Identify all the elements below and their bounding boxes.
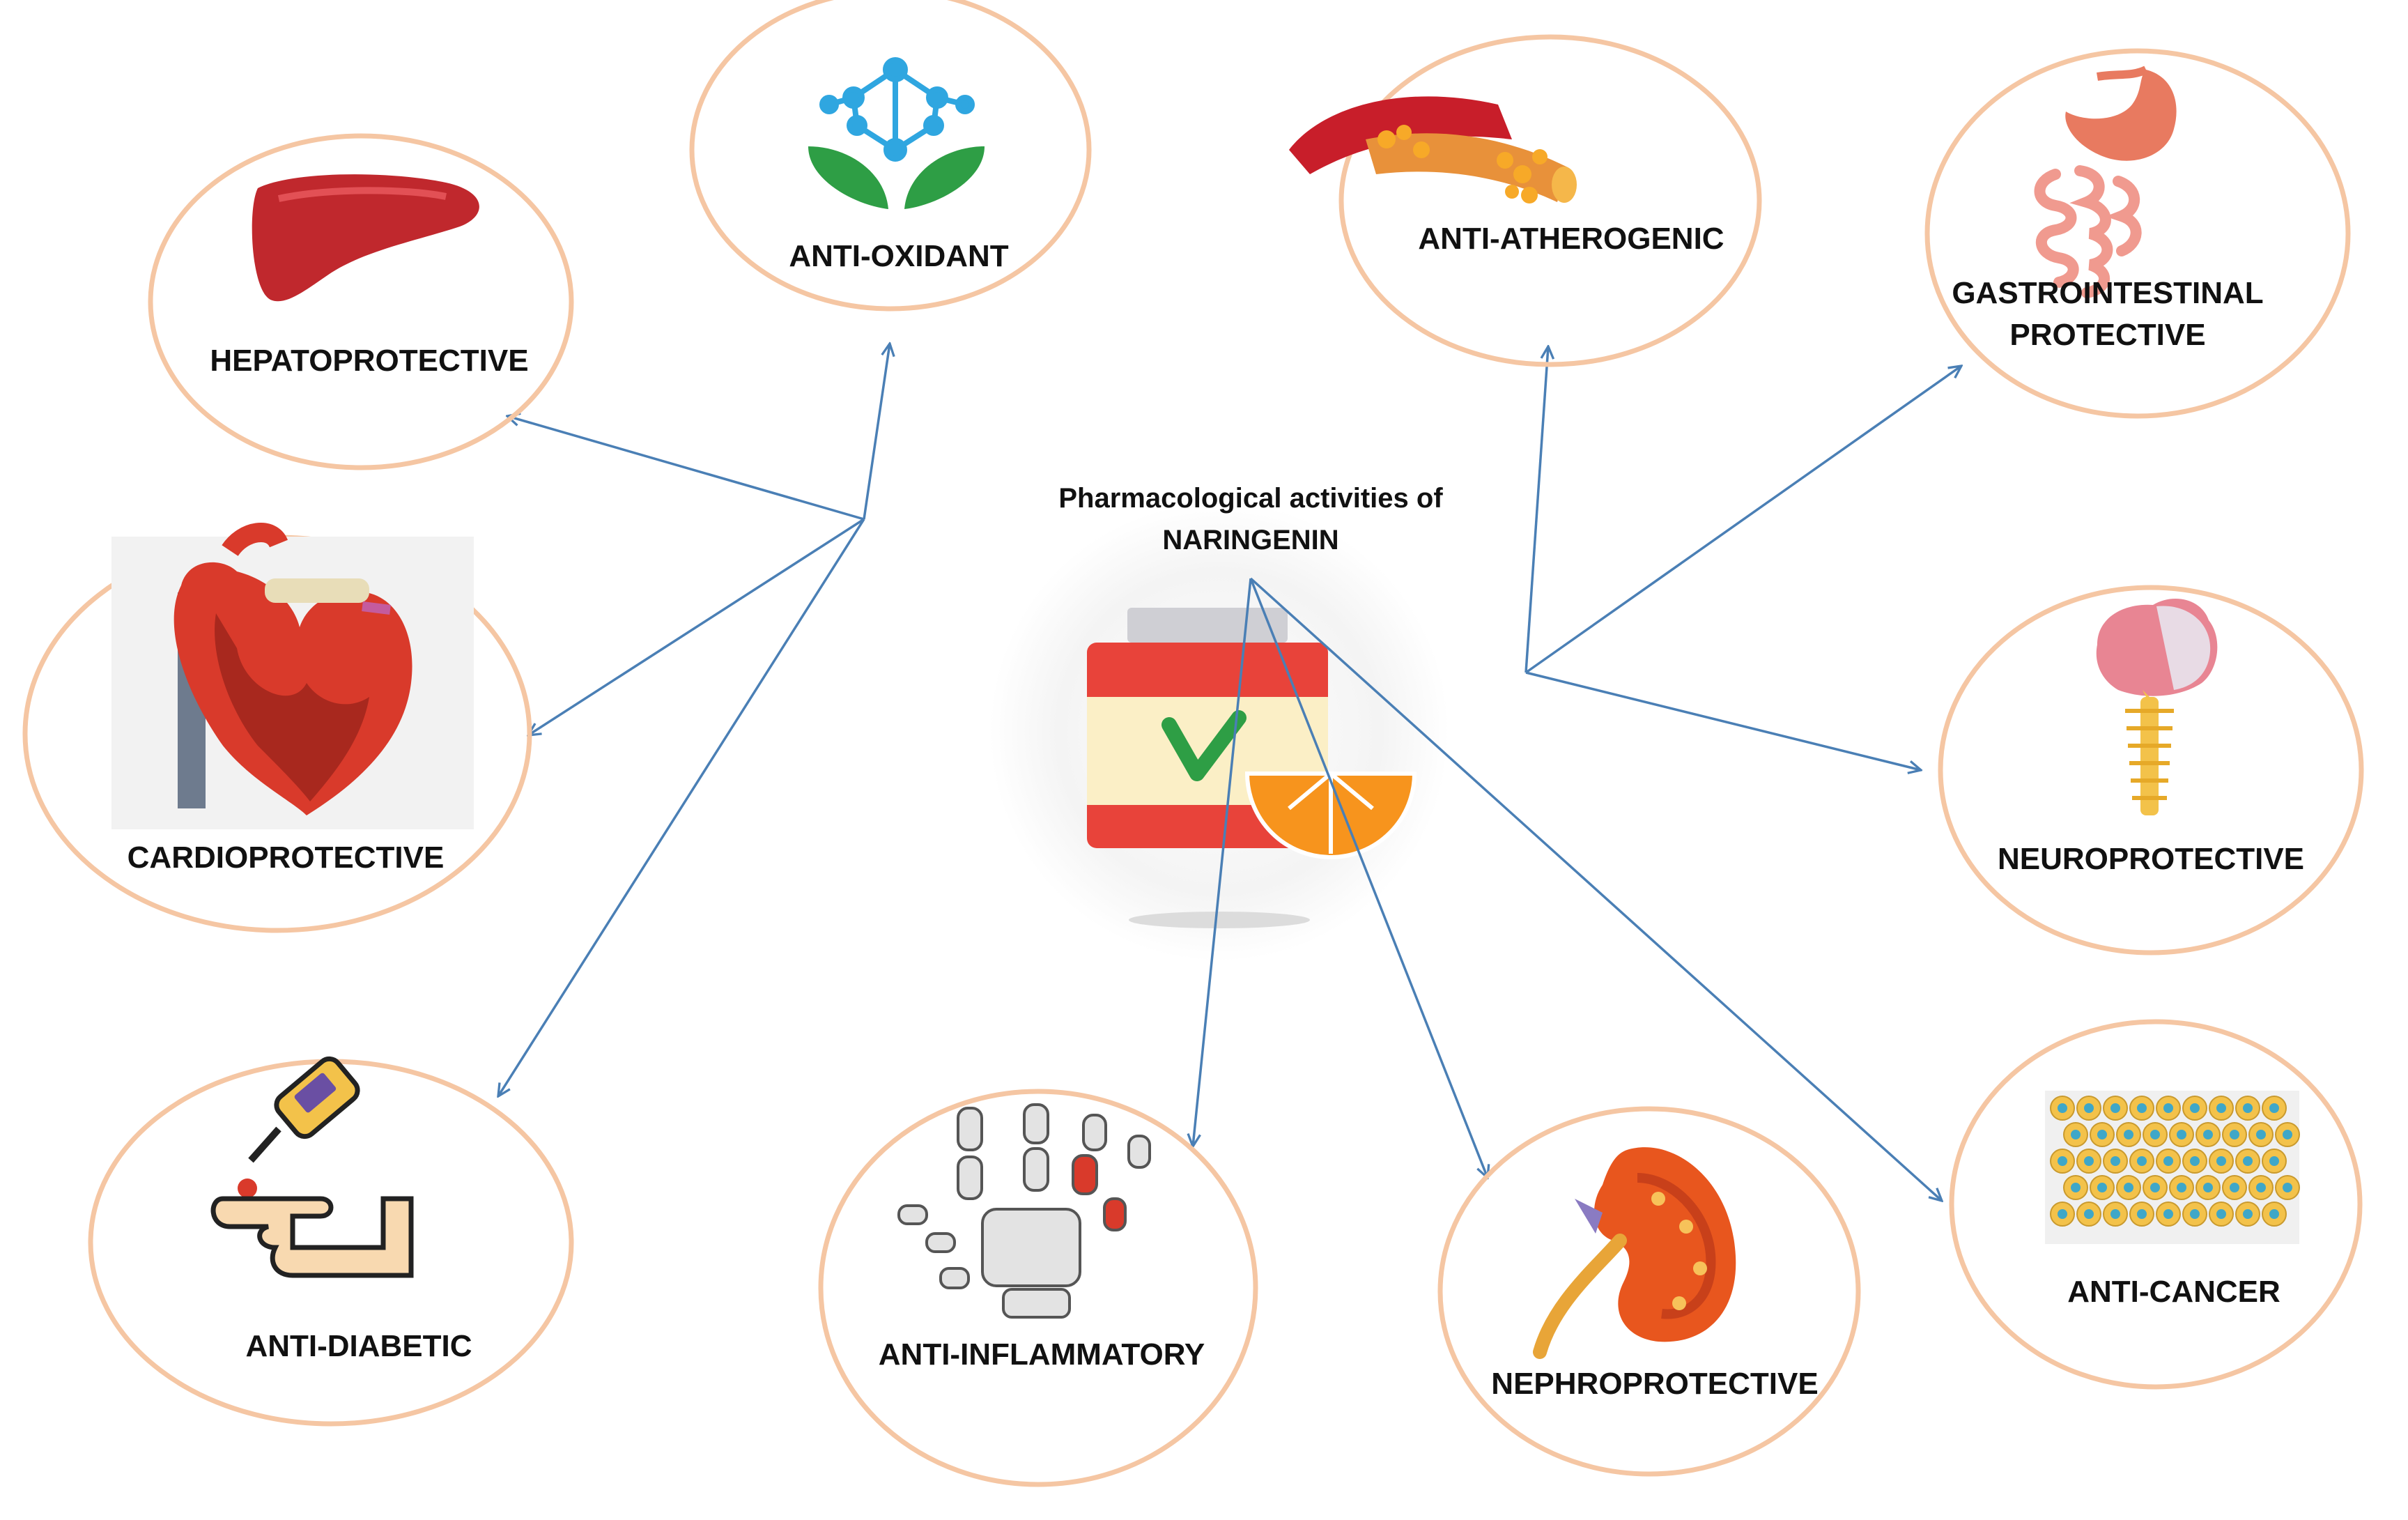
activity-labels: HEPATOPROTECTIVE ANTI-OXIDANT ANTI-ATHEROG…	[128, 222, 2304, 1401]
label-gastrointestinal-protective-line2: PROTECTIVE	[2009, 318, 2205, 352]
hand-joints-icon	[897, 1103, 1151, 1319]
arrow-to-anti-inflammatory	[1193, 578, 1252, 1146]
circle-nephroprotective	[1437, 1106, 1861, 1477]
label-anti-inflammatory: ANTI-INFLAMMATORY	[879, 1337, 1205, 1372]
circle-anti-atherogenic	[1338, 34, 1762, 367]
label-gastrointestinal-protective-line1: GASTROINTESTINAL	[1952, 276, 2263, 310]
label-hepatoprotective: HEPATOPROTECTIVE	[210, 344, 528, 378]
circle-anti-oxidant	[689, 0, 1092, 312]
label-nephroprotective: NEPHROPROTECTIVE	[1491, 1367, 1818, 1401]
glucometer-finger-icon	[210, 1056, 414, 1278]
arrow-to-cardioprotective	[528, 518, 865, 735]
circle-hepatoprotective	[148, 133, 574, 470]
center-title-line1: Pharmacological activities of	[1058, 483, 1443, 514]
cell-cluster-icon	[2045, 1091, 2300, 1244]
arrow-to-nephroprotective	[1249, 578, 1488, 1178]
arrows	[498, 344, 1961, 1201]
activity-circles	[22, 0, 2364, 1487]
label-anti-cancer: ANTI-CANCER	[2067, 1275, 2280, 1309]
arrow-to-anti-diabetic	[498, 519, 865, 1096]
molecule-leaves-icon	[808, 57, 985, 209]
heart-icon	[111, 523, 474, 829]
center-title-line2: NARINGENIN	[1162, 525, 1338, 555]
kidney-icon	[1533, 1147, 1736, 1359]
circle-neuroprotective	[1938, 585, 2364, 955]
label-anti-atherogenic: ANTI-ATHEROGENIC	[1418, 222, 1724, 256]
arrow-to-hepatoprotective	[507, 416, 865, 521]
center-bottle-icon	[989, 502, 1449, 962]
artery-plaque-icon	[1289, 96, 1577, 204]
label-anti-oxidant: ANTI-OXIDANT	[789, 239, 1008, 273]
circle-gastrointestinal-protective	[1924, 48, 2351, 419]
arrow-to-neuroprotective	[1525, 671, 1921, 770]
stomach-intestine-icon	[2034, 66, 2177, 298]
label-anti-diabetic: ANTI-DIABETIC	[245, 1329, 472, 1363]
arrow-to-gastrointestinal	[1525, 366, 1961, 674]
liver-icon	[252, 174, 479, 302]
arrow-to-anti-cancer	[1249, 577, 1942, 1201]
circle-anti-inflammatory	[818, 1089, 1258, 1487]
circle-anti-cancer	[1949, 1019, 2363, 1390]
label-cardioprotective: CARDIOPROTECTIVE	[128, 840, 445, 875]
brain-spine-icon	[2096, 599, 2218, 815]
arrow-to-anti-atherogenic	[1525, 346, 1548, 673]
arrow-to-anti-oxidant	[863, 344, 890, 520]
label-neuroprotective: NEUROPROTECTIVE	[1998, 842, 2304, 876]
